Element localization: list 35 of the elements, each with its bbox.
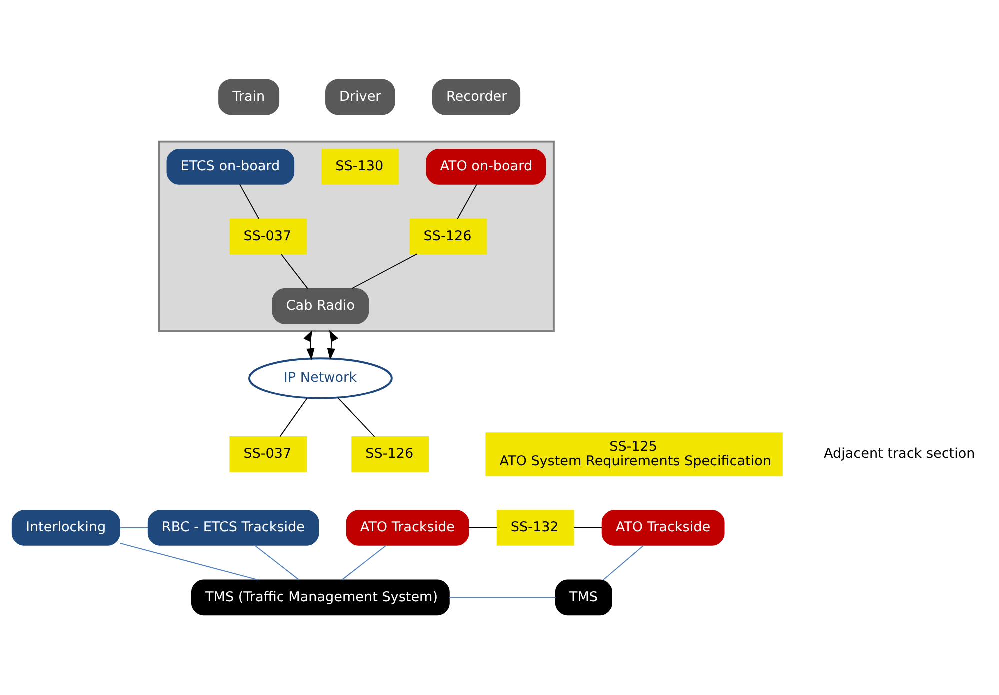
connector <box>240 184 260 220</box>
node-box: RBC - ETCS Trackside <box>148 510 320 546</box>
node-box: ATO Trackside <box>346 510 470 546</box>
node-box: Interlocking <box>12 510 120 546</box>
node-box: ETCS on-board <box>166 149 295 185</box>
node-box: SS-130 <box>322 149 400 185</box>
node-box: SS-126 <box>352 436 430 472</box>
connector <box>341 545 387 581</box>
arrow <box>304 330 315 360</box>
node-box: ATO on-board <box>426 149 546 185</box>
node-box: TMS (Traffic Management System) <box>191 580 450 616</box>
node-box: SS-132 <box>496 510 574 546</box>
node-ellipse: IP Network <box>248 358 393 400</box>
connector <box>280 398 308 438</box>
connector <box>280 254 308 290</box>
connector <box>602 545 644 581</box>
node-box: TMS <box>555 580 612 616</box>
node-box: ATO Trackside <box>602 510 725 546</box>
label: Adjacent track section <box>824 446 976 462</box>
connector <box>449 597 556 598</box>
connector <box>337 397 376 438</box>
arrow <box>327 330 339 360</box>
node-box: SS-125 ATO System Requirements Specification <box>486 432 783 476</box>
connector <box>457 184 478 220</box>
node-box: Train <box>218 79 280 116</box>
node-box: SS-126 <box>410 218 488 255</box>
node-box: Recorder <box>432 79 521 116</box>
node-box: Driver <box>326 79 396 116</box>
connector <box>120 542 260 581</box>
connector <box>254 545 300 581</box>
connector <box>352 254 418 290</box>
node-box: Cab Radio <box>272 288 370 324</box>
node-box: SS-037 <box>230 218 308 255</box>
node-box: SS-037 <box>230 436 308 472</box>
cluster <box>158 140 555 332</box>
